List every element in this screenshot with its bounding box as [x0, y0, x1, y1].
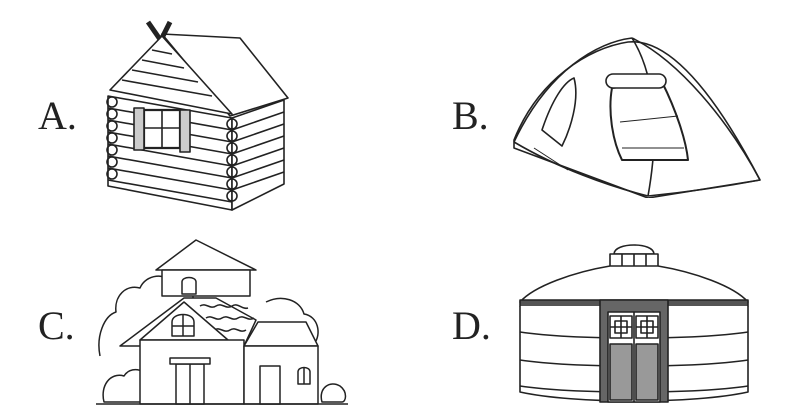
- log-cabin-drawing: [106, 20, 289, 211]
- option-a-label: A.: [38, 93, 77, 138]
- option-b-label: B.: [452, 93, 489, 138]
- village-house-picture: [96, 236, 348, 408]
- yurt-drawing: [519, 244, 749, 403]
- option-d-label: D.: [452, 303, 491, 348]
- dome-tent-picture: [508, 30, 768, 198]
- log-cabin-picture: [100, 18, 296, 214]
- option-c-label: C.: [38, 303, 75, 348]
- village-house-drawing: [96, 239, 348, 405]
- yurt-picture: [514, 236, 754, 406]
- dome-tent-drawing: [513, 37, 761, 198]
